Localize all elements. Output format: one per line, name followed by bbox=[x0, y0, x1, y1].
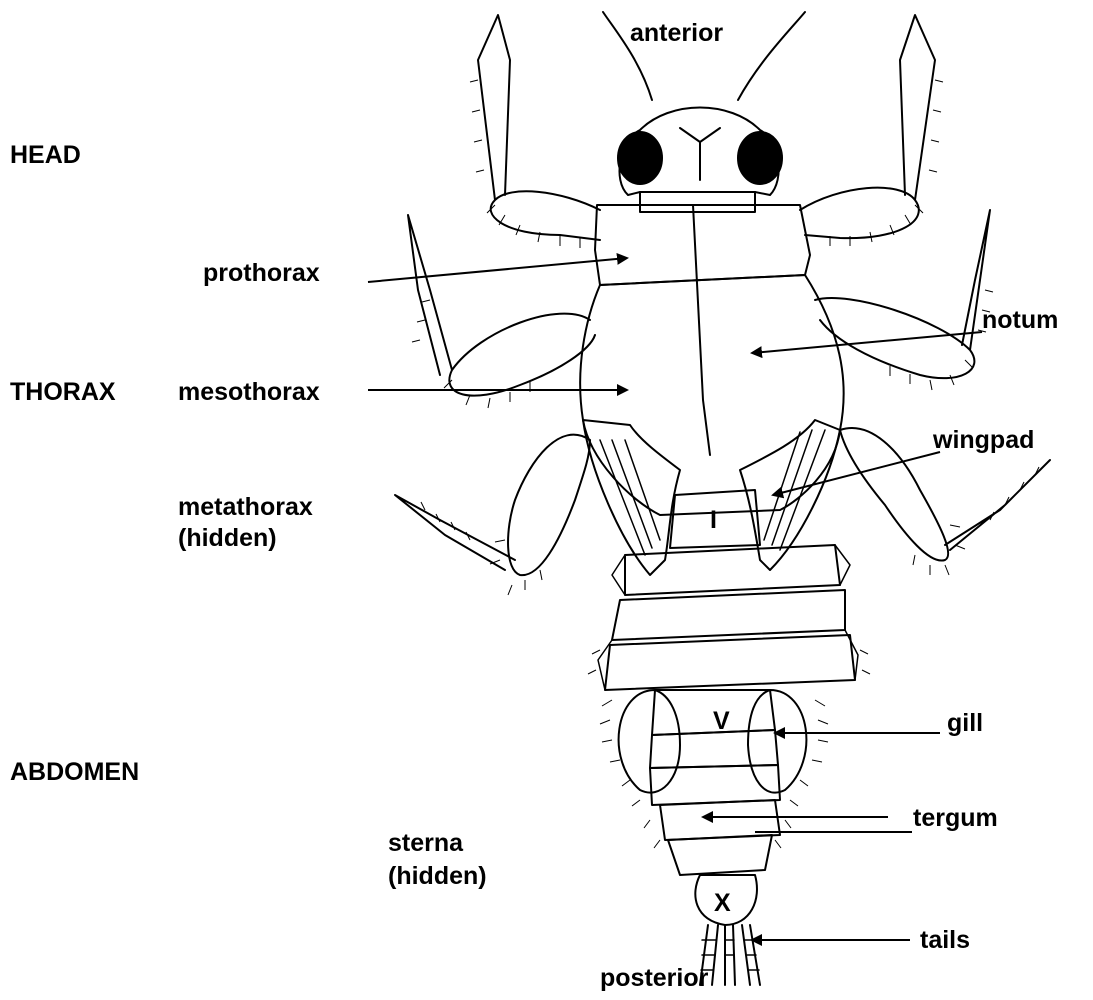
tails-arrow-layer bbox=[0, 0, 1093, 1000]
mayfly-nymph-diagram: HEAD THORAX ABDOMEN anterior posterior p… bbox=[0, 0, 1093, 1000]
